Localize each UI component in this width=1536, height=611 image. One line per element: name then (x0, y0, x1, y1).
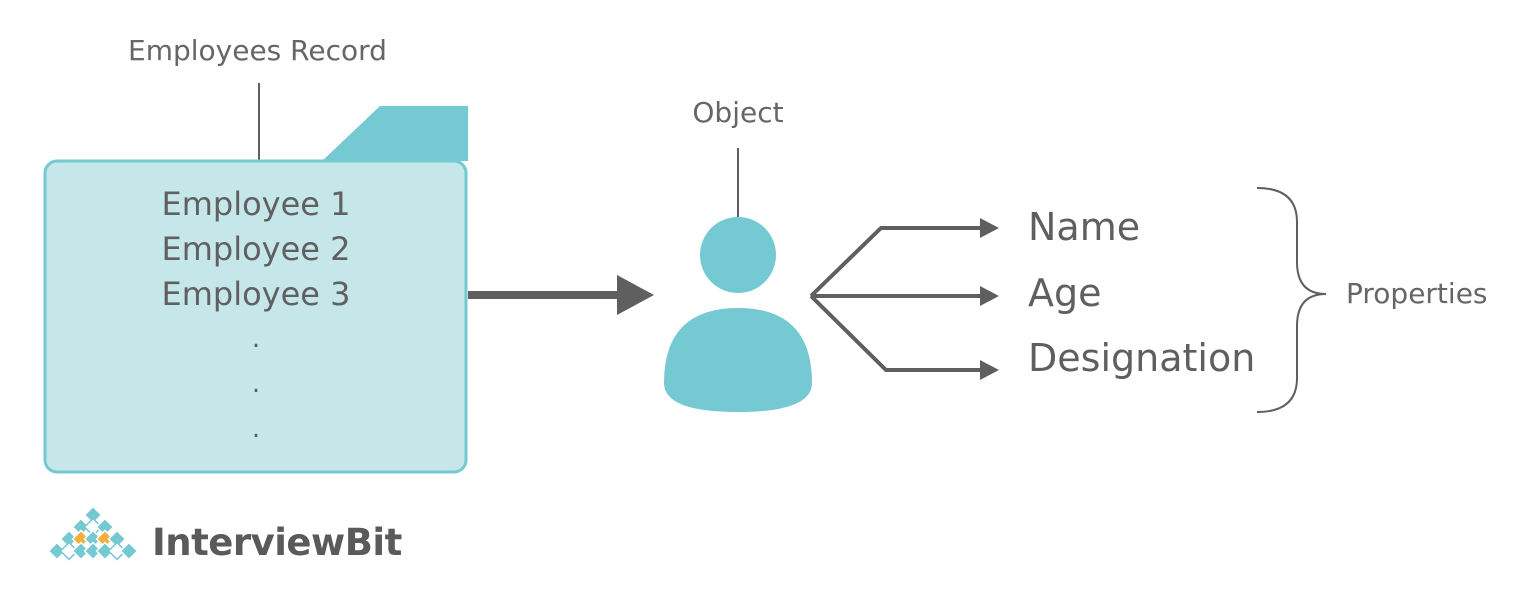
brand-name: InterviewBit (152, 521, 402, 564)
object-label: Object (692, 96, 784, 129)
properties-brace (1256, 187, 1327, 413)
arrow-to-name (809, 226, 983, 298)
folder-tab (322, 106, 468, 161)
arrow-head-designation (980, 360, 999, 380)
main-arrow-head (617, 275, 654, 315)
folder-body (43, 159, 468, 474)
arrow-head-name (980, 218, 999, 238)
folder-item-list: Employee 1 Employee 2 Employee 3 . . . (46, 182, 466, 452)
folder-label: Employees Record (128, 34, 387, 67)
person-icon (664, 217, 812, 412)
property-arrows (809, 226, 983, 372)
ellipsis-dot: . (251, 414, 261, 444)
interviewbit-logo-icon (47, 505, 139, 561)
folder-item: Employee 1 (161, 185, 351, 223)
property-designation: Designation (1028, 336, 1256, 380)
ellipsis-dot: . (251, 369, 261, 399)
arrow-to-designation (809, 294, 983, 372)
folder-item: Employee 3 (161, 275, 351, 313)
property-age: Age (1028, 271, 1102, 315)
property-name: Name (1028, 205, 1141, 249)
folder-item: Employee 2 (161, 230, 351, 268)
properties-label: Properties (1346, 277, 1488, 310)
arrow-head-age (980, 286, 999, 306)
ellipsis-dot: . (251, 324, 261, 354)
